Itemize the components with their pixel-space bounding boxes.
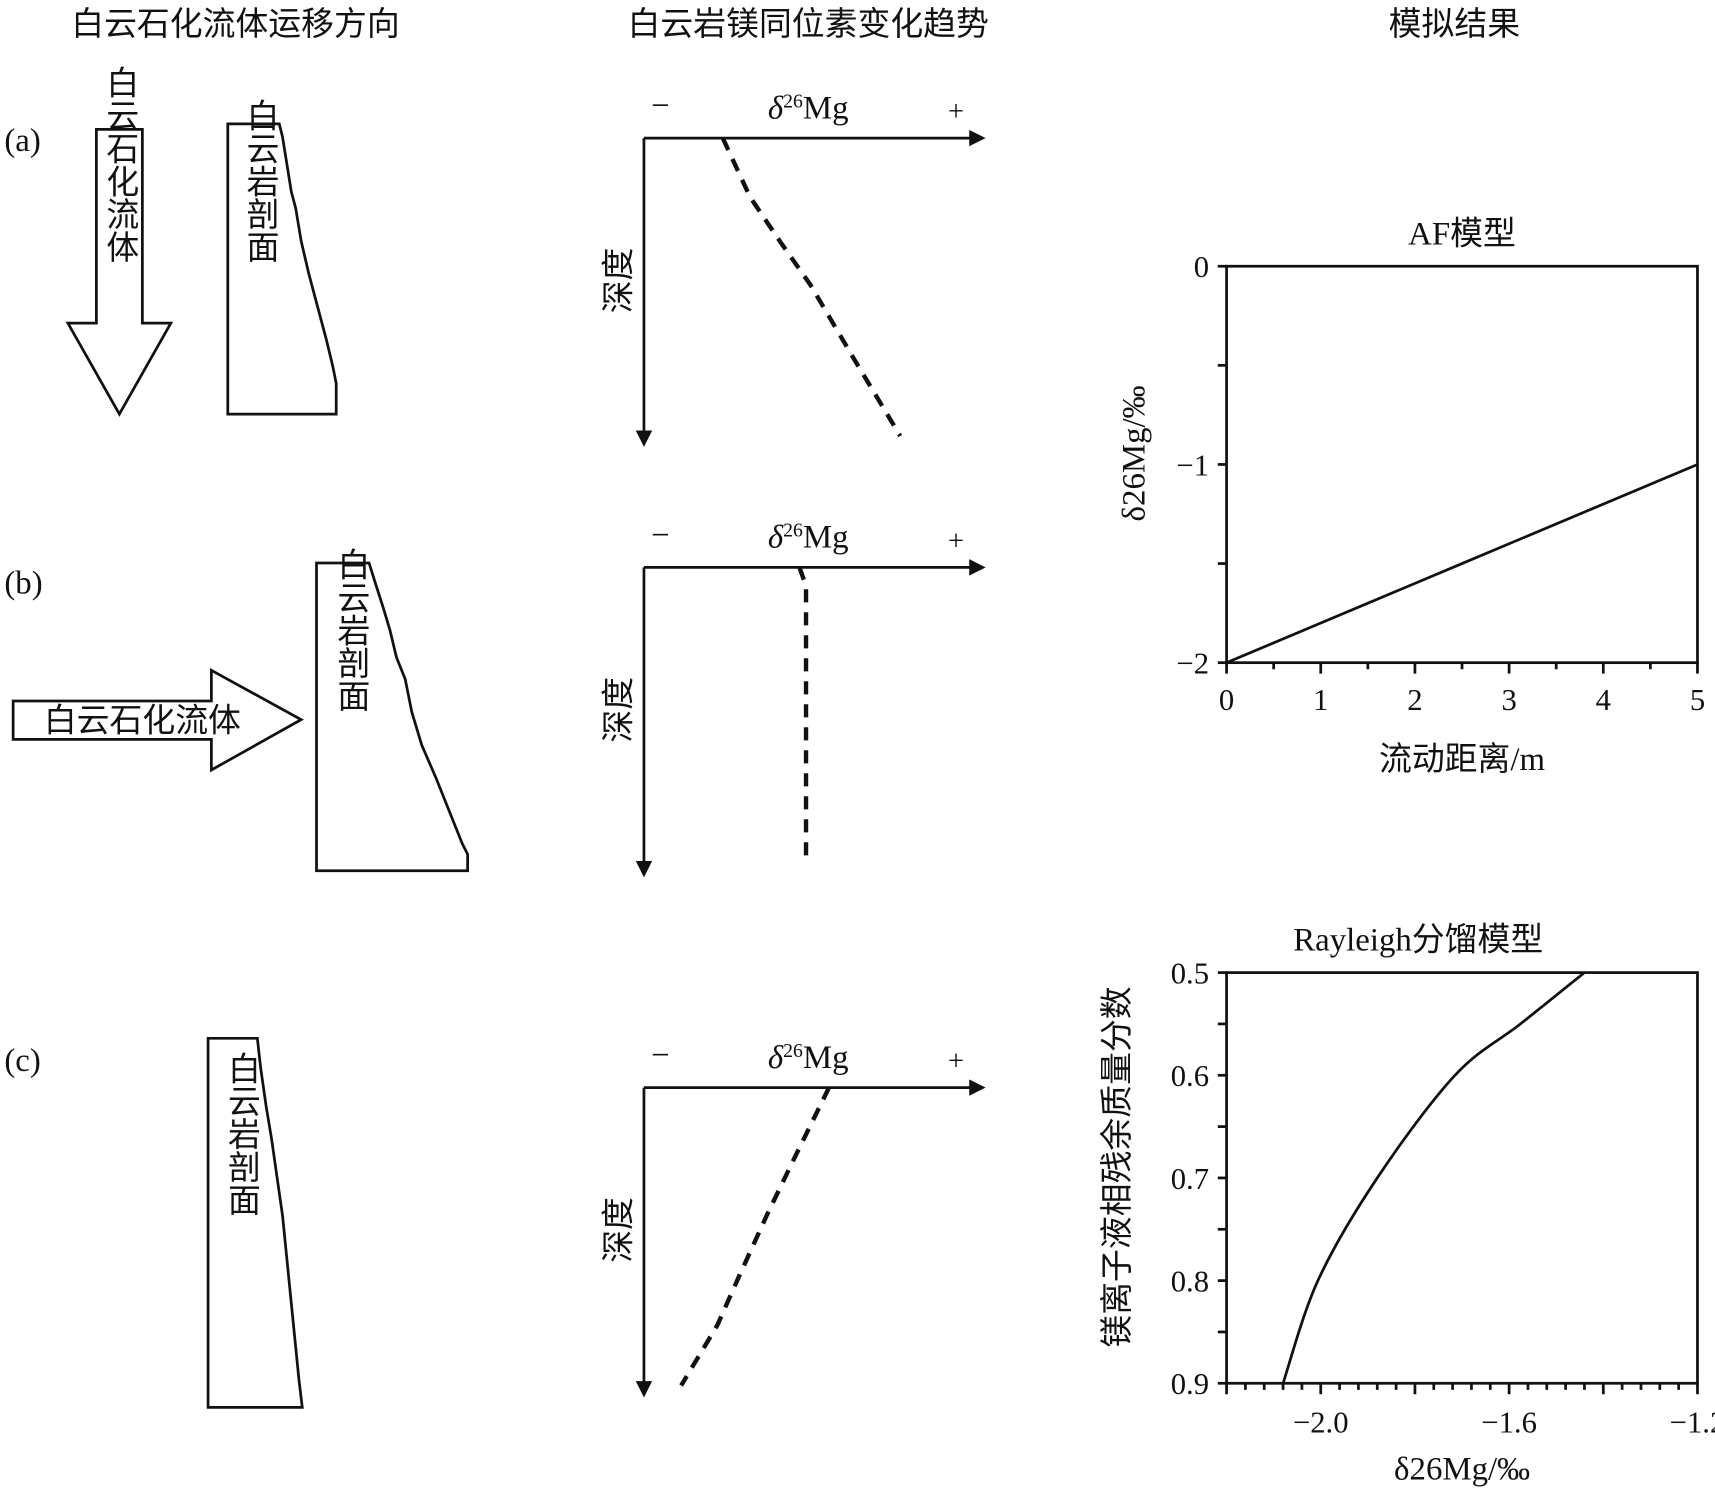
trend-dashed-line — [797, 566, 809, 866]
header-mg-trend: 白云岩镁同位素变化趋势 — [628, 6, 989, 43]
y-tick-label: 0.7 — [1171, 1162, 1209, 1196]
y-tick-label: −1 — [1176, 448, 1209, 482]
af-y-axis-title: δ26Mg/‰ — [1116, 385, 1152, 521]
fluid-arrow-down — [65, 127, 174, 417]
y-tick-label: −2 — [1176, 647, 1209, 681]
af-model-chart: AF模型 0 1 2 3 4 5 0 −1 −2 流动距离/m — [1176, 215, 1705, 778]
x-tick-label: 0 — [1219, 683, 1234, 717]
minus-label: − — [651, 1038, 670, 1074]
profile-label-c: 白云岩剖面 — [223, 1051, 260, 1215]
header-fluid-direction: 白云石化流体运移方向 — [71, 6, 399, 43]
panel-label-c: (c) — [4, 1043, 40, 1079]
depth-label: 深度 — [601, 248, 638, 314]
y-tick-label: 0.9 — [1171, 1367, 1209, 1401]
y-axis-title: 镁离子液相残余质量分数 — [1099, 986, 1136, 1347]
trend-diagram-b: − + δ26Mg 深度 — [601, 517, 986, 878]
x-tick-label: 3 — [1501, 683, 1516, 717]
x-tick-label: −2.0 — [1293, 1406, 1349, 1440]
dolomite-profile-b — [315, 561, 469, 873]
plus-label: + — [948, 97, 964, 128]
delta-mg-label: δ26Mg — [768, 520, 849, 556]
minus-label: − — [651, 517, 670, 553]
series-line-rayleigh — [1281, 971, 1586, 1384]
x-tick-label: 4 — [1596, 683, 1611, 717]
x-tick-label: 5 — [1690, 683, 1705, 717]
rayleigh-model-chart: Rayleigh分馏模型 −2.0 −1.6 −1.2 0.5 0.6 0.7 0.8 0.9 镁… — [1099, 922, 1715, 1440]
plus-label: + — [948, 526, 964, 557]
panel-label-a: (a) — [4, 123, 40, 159]
fluid-label-a: 白云石化流体 — [101, 66, 138, 263]
y-tick-label: 0.8 — [1171, 1265, 1209, 1299]
profile-label-b: 白云岩剖面 — [332, 548, 369, 712]
fluid-arrow-right — [11, 668, 304, 773]
minus-label: − — [651, 88, 670, 124]
delta-mg-label: δ26Mg — [768, 1040, 849, 1076]
depth-label: 深度 — [601, 677, 638, 743]
chart-title: AF模型 — [1408, 215, 1516, 252]
x-axis-title: 流动距离/m — [1379, 741, 1546, 778]
dolomite-profile-c — [206, 1036, 304, 1409]
x-tick-label: 1 — [1313, 683, 1328, 717]
plot-frame — [1225, 264, 1699, 665]
panel-label-b: (b) — [4, 566, 42, 602]
series-line-af — [1226, 463, 1699, 664]
y-tick-label: 0 — [1194, 250, 1209, 284]
x-tick-label: −1.6 — [1481, 1406, 1537, 1440]
plus-label: + — [948, 1046, 964, 1077]
trend-diagram-a: − + δ26Mg 深度 — [601, 88, 986, 447]
depth-label: 深度 — [601, 1197, 638, 1263]
plot-frame — [1225, 971, 1699, 1385]
trend-diagram-c: − + δ26Mg 深度 — [601, 1038, 986, 1398]
profile-label-a: 白云岩剖面 — [242, 99, 279, 263]
chart-title: Rayleigh分馏模型 — [1293, 922, 1543, 959]
trend-dashed-line — [679, 1086, 831, 1387]
x-tick-label: 2 — [1407, 683, 1422, 717]
trend-dashed-line — [720, 137, 903, 438]
header-simulation: 模拟结果 — [1389, 6, 1520, 43]
fluid-label-b: 白云石化流体 — [44, 703, 241, 740]
y-tick-label: 0.5 — [1171, 957, 1209, 991]
dolomite-profile-a — [226, 122, 338, 416]
x-tick-label: −1.2 — [1670, 1406, 1715, 1440]
rayleigh-x-axis-title: δ26Mg/‰ — [1394, 1452, 1530, 1488]
y-tick-label: 0.6 — [1171, 1059, 1209, 1093]
delta-mg-label: δ26Mg — [768, 90, 849, 126]
